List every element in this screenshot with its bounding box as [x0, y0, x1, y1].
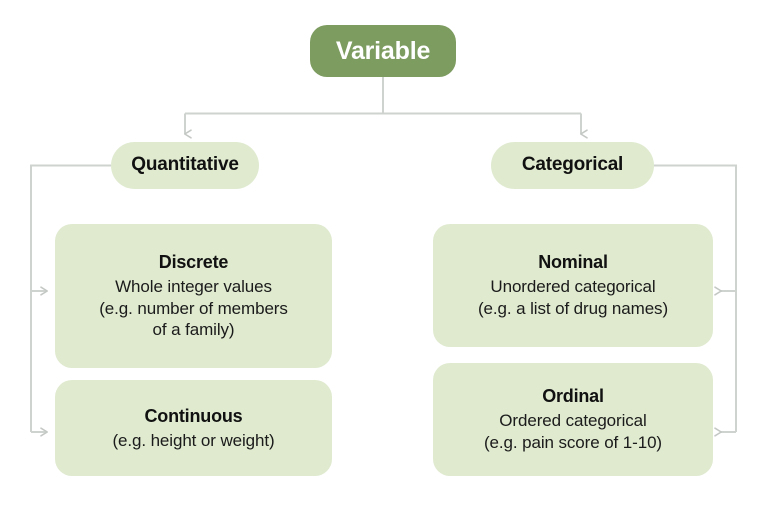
node-nominal-desc-line-2: (e.g. a list of drug names): [477, 299, 669, 319]
node-discrete-title: Discrete: [158, 251, 229, 272]
node-categorical-label: Categorical: [521, 154, 624, 176]
node-ordinal-desc-line-2: (e.g. pain score of 1-10): [484, 433, 662, 453]
node-categorical[interactable]: Categorical: [491, 142, 654, 189]
node-ordinal-title: Ordinal: [542, 386, 604, 407]
node-nominal-title: Nominal: [538, 252, 608, 273]
node-discrete-desc-line-1: Whole integer values: [115, 276, 272, 296]
node-nominal-desc-line-1: Unordered categorical: [490, 277, 656, 297]
node-continuous-title: Continuous: [144, 405, 243, 426]
node-ordinal[interactable]: Ordinal Ordered categorical (e.g. pain s…: [433, 363, 713, 476]
node-variable-label: Variable: [335, 37, 431, 65]
node-discrete[interactable]: Discrete Whole integer values (e.g. numb…: [55, 224, 332, 368]
node-discrete-desc-line-3: of a family): [152, 320, 235, 340]
node-variable[interactable]: Variable: [310, 25, 456, 77]
node-discrete-desc-line-2: (e.g. number of members: [99, 298, 288, 318]
node-continuous-desc-line-1: (e.g. height or weight): [112, 430, 275, 450]
node-quantitative[interactable]: Quantitative: [111, 142, 259, 189]
node-nominal[interactable]: Nominal Unordered categorical (e.g. a li…: [433, 224, 713, 347]
node-ordinal-desc-line-1: Ordered categorical: [499, 411, 647, 431]
node-quantitative-label: Quantitative: [131, 154, 239, 176]
node-continuous[interactable]: Continuous (e.g. height or weight): [55, 380, 332, 476]
